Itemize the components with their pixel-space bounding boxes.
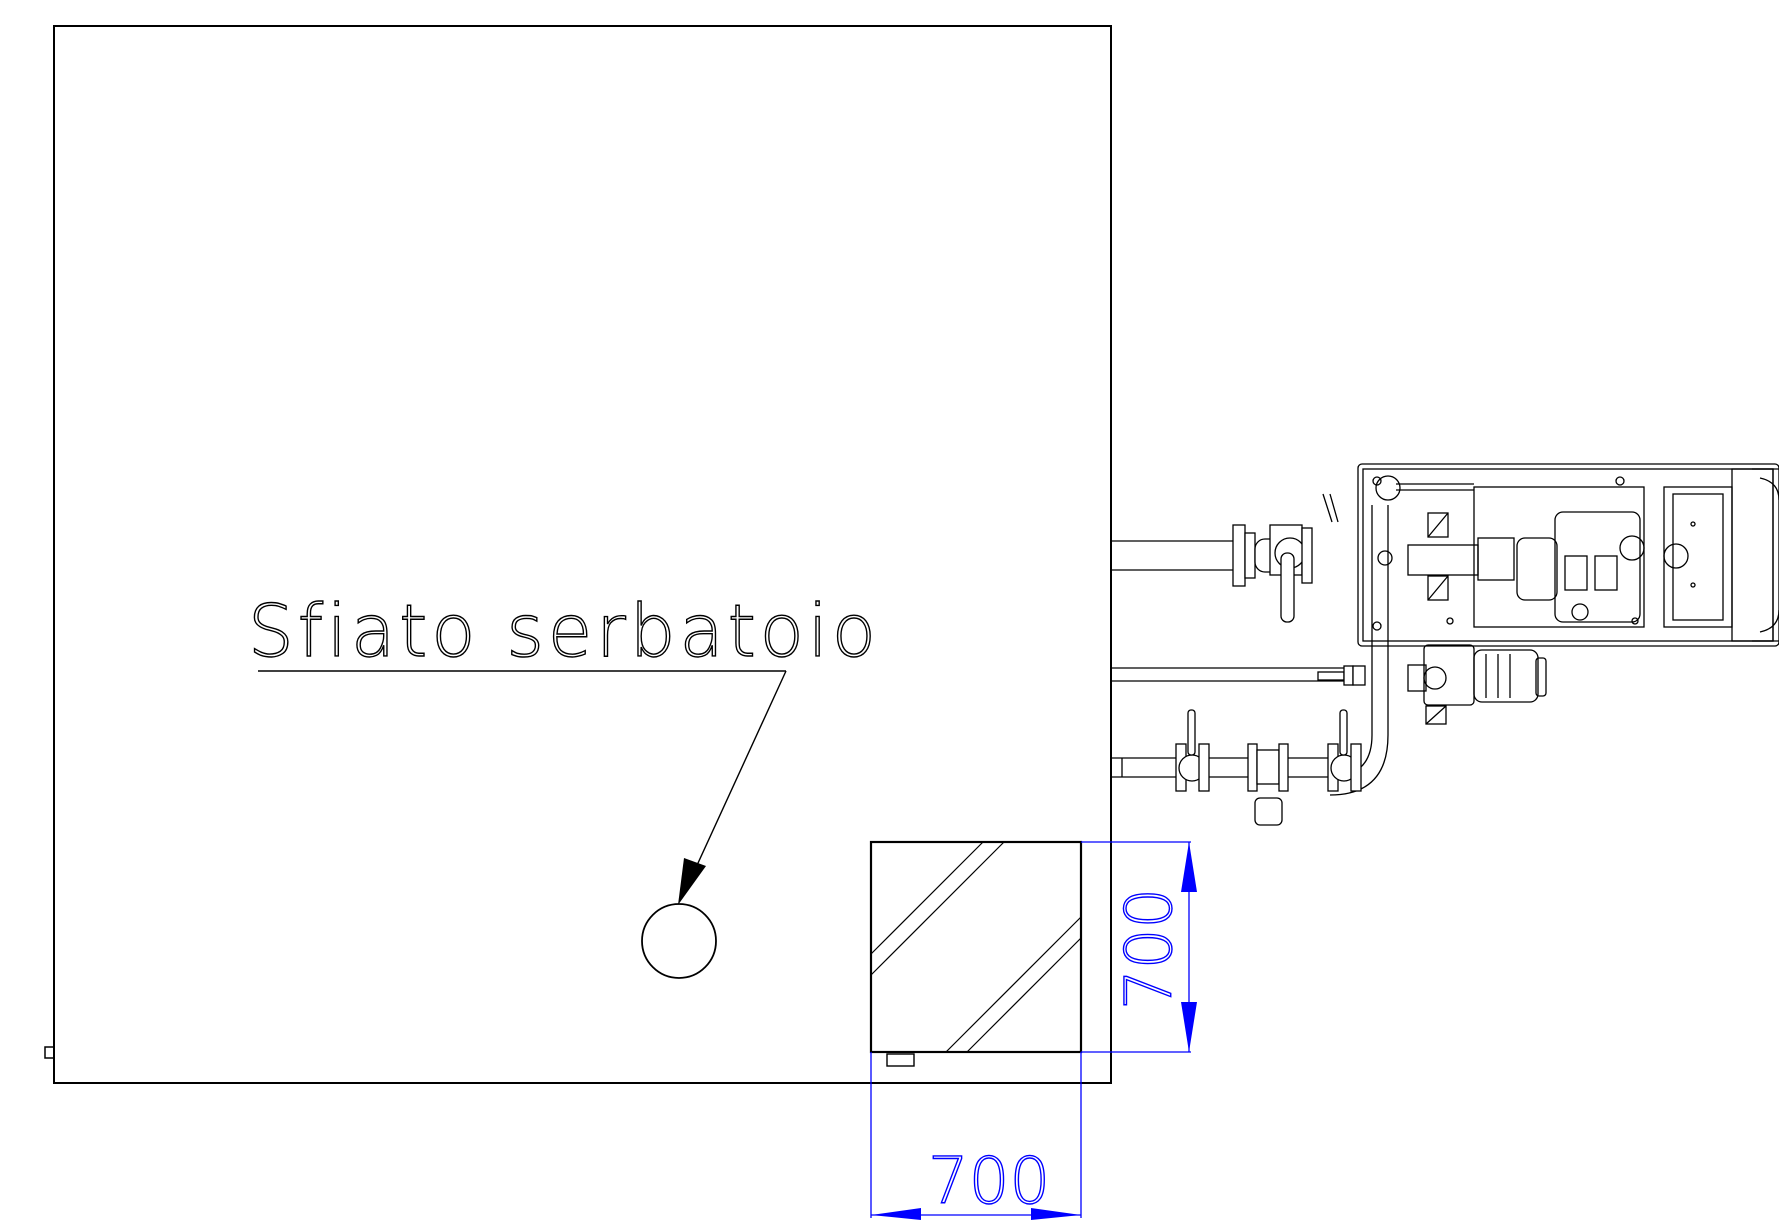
valve-lever [1339,709,1348,756]
valve-actuator [1254,797,1283,826]
valve-lever-line [1322,493,1339,523]
vent-label: Sfiato serbatoio [248,589,880,673]
dimension-horizontal: 700 [870,1052,1082,1220]
motor-housing [1663,486,1733,628]
secondary-motor-endcap [1535,657,1547,697]
dimension-arrowhead [871,1208,921,1220]
tank-corner-tab [44,1046,55,1059]
flange [1350,743,1362,792]
flange [1198,743,1210,792]
vent-leader-arrowhead [678,858,706,905]
hatch-outline [869,840,1083,1054]
shaft [1477,537,1515,581]
dimension-arrowhead [1181,842,1197,892]
pump-head [1554,511,1641,623]
vent-leader-line [681,670,787,899]
upper-line-fittings [1232,493,1339,623]
flange [1278,743,1289,792]
dimension-vertical: 700 [1081,841,1197,1053]
dimension-arrowhead [1031,1208,1081,1220]
valve-handle [1280,552,1295,623]
pump-port [1594,555,1618,591]
flange [1247,743,1258,792]
pump-skid [1357,463,1779,647]
flange [1232,524,1246,587]
secondary-pump [1407,644,1547,725]
secondary-pump-inlet [1423,666,1447,690]
pump-port [1564,555,1588,591]
skid-end-beam [1731,468,1774,642]
hatch [869,840,1083,1067]
pump-fitting [1619,535,1645,561]
valve-lever [1187,709,1196,756]
vent-circle [641,903,717,979]
hatch-hatch-line [966,937,1082,1053]
hatch-hatch-line [945,916,1082,1053]
tank [44,25,1112,1084]
hatch-hatch-line [870,841,1005,976]
strainer-box [1427,512,1449,538]
dimension-vertical-value: 700 [1113,888,1187,1010]
gauge [1375,475,1401,501]
motor-shaft-end [1663,543,1689,569]
skid-frame [1357,463,1779,647]
tank-outline [53,25,1112,1084]
strainer-box [1427,575,1449,601]
coupling-housing [1407,544,1479,576]
middle-line-fittings [1317,665,1366,686]
secondary-pump-body [1423,644,1475,706]
flange [1301,527,1313,584]
hatch-small-tab [886,1053,915,1067]
pump-body [1516,537,1558,601]
dimension-horizontal-value: 700 [928,1145,1050,1219]
piping [1111,505,1389,796]
flange [1244,532,1256,579]
check-valve [1256,749,1280,785]
secondary-motor [1473,649,1539,703]
dimension-arrowhead [1181,1002,1197,1052]
secondary-pump-port [1407,664,1427,692]
motor-plate [1672,493,1724,621]
gauge [1377,550,1393,566]
pump-fitting [1571,603,1589,621]
lower-line-fittings [1175,709,1362,826]
hatch-hatch-line [870,841,984,955]
skid-frame-inner [1362,468,1774,642]
skid-end-bracket [1752,468,1779,642]
vent-annotation: Sfiato serbatoio [247,588,880,979]
secondary-strainer [1425,705,1447,725]
